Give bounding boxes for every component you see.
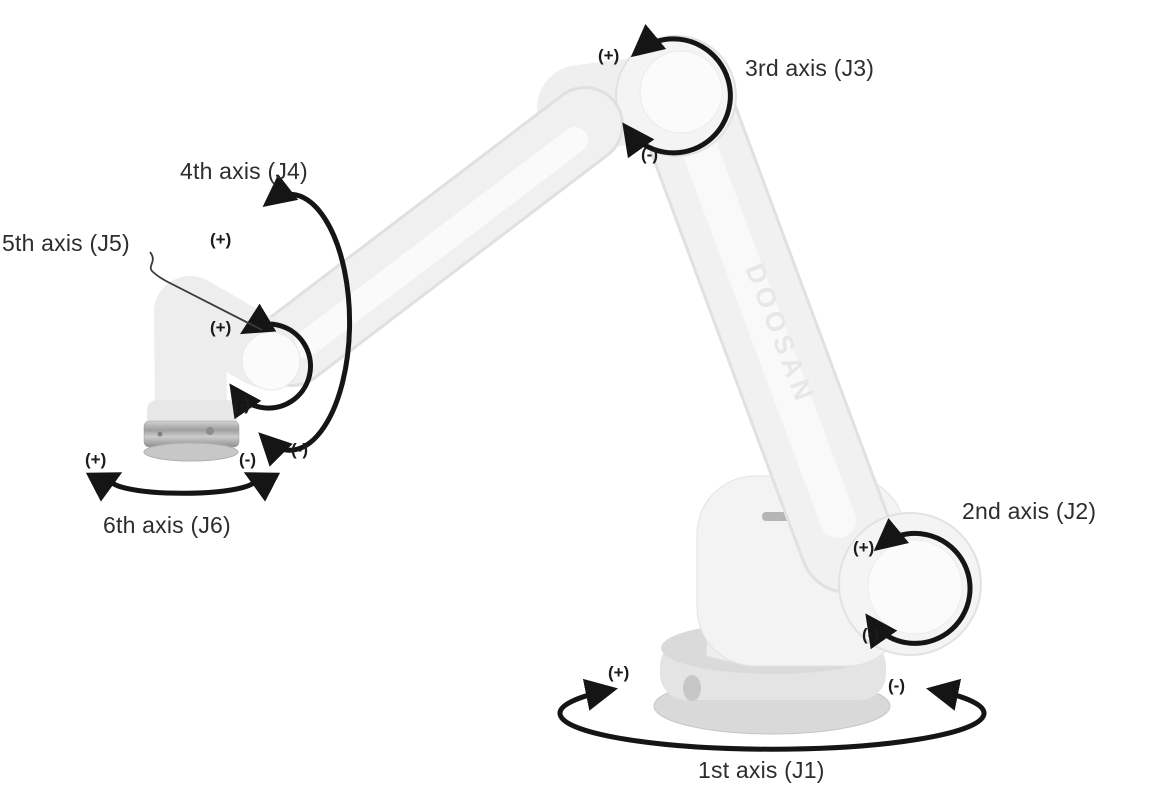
j5-label-leader-line — [149, 251, 263, 331]
axis-label-j2: 2nd axis (J2) — [962, 498, 1097, 524]
flange-screw-dot-right — [206, 427, 214, 435]
j6-minus-marker: (-) — [239, 450, 256, 469]
j1-minus-marker: (-) — [888, 676, 905, 695]
j4-minus-marker: (-) — [291, 440, 308, 459]
j6-rotation-arrow — [85, 472, 281, 502]
axis-label-j3: 3rd axis (J3) — [745, 55, 875, 81]
j6-plus-marker: (+) — [85, 450, 107, 469]
j5-minus-marker: (-) — [233, 395, 250, 414]
flange-bottom-face — [143, 442, 239, 462]
j3-joint-face — [639, 50, 723, 134]
j3-minus-marker: (-) — [641, 145, 658, 164]
forearm-highlight — [292, 127, 588, 358]
j5-plus-marker: (+) — [210, 318, 232, 337]
upper-arm-highlight — [682, 132, 856, 538]
j5-rotation-arrow — [229, 303, 314, 420]
j4-rotation-arrow — [258, 174, 353, 467]
j1-rotation-arrow — [557, 678, 987, 752]
j2-plus-marker: (+) — [853, 538, 875, 557]
j5-joint-face — [241, 331, 301, 391]
j2-joint-face — [867, 539, 963, 635]
j3-rotation-arrow — [622, 23, 733, 159]
j1-plus-marker: (+) — [608, 663, 630, 682]
j4-plus-marker: (+) — [210, 230, 232, 249]
axis-label-j5: 5th axis (J5) — [2, 230, 130, 256]
j3-plus-marker: (+) — [598, 46, 620, 65]
axis-label-j4: 4th axis (J4) — [180, 158, 308, 184]
axis-label-j1: 1st axis (J1) — [698, 757, 825, 783]
flange-screw-dot-left — [157, 431, 163, 437]
axis-label-j6: 6th axis (J6) — [103, 512, 231, 538]
j2-minus-marker: (-) — [862, 625, 879, 644]
j2-rotation-arrow — [865, 517, 973, 650]
base-cable-knob — [683, 675, 701, 701]
